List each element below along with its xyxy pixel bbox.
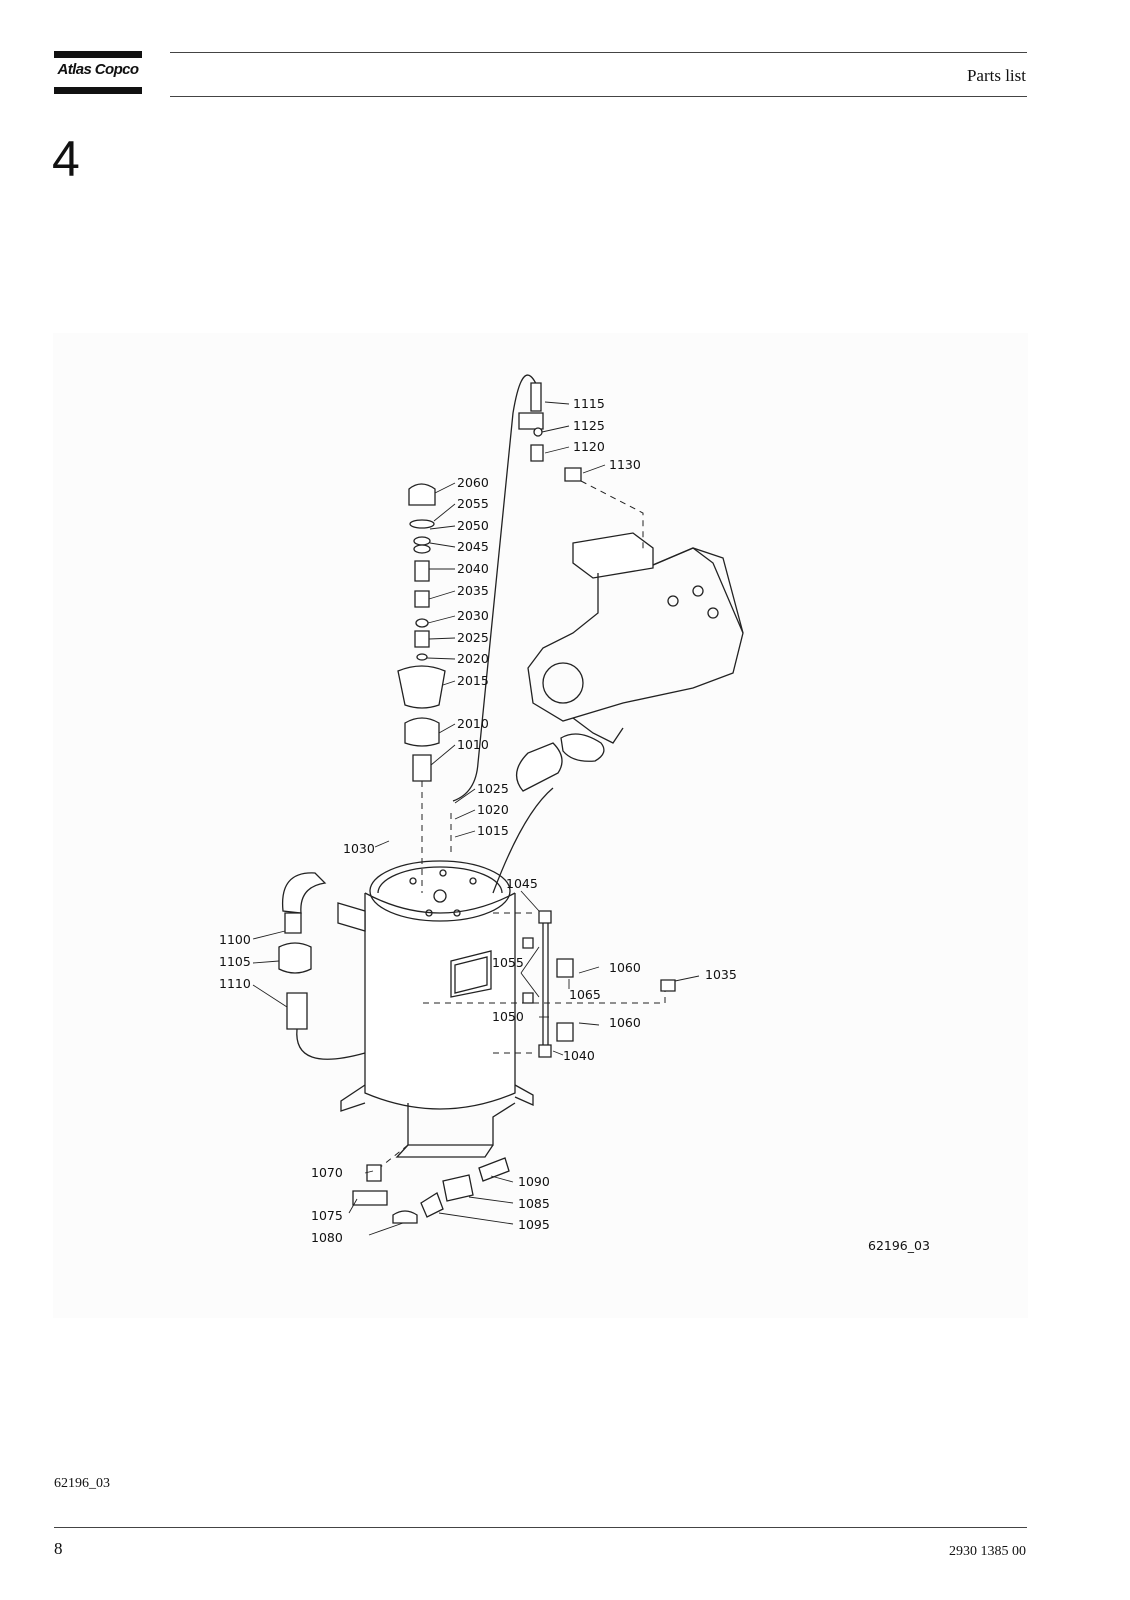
callout-1010: 1010 (457, 737, 489, 752)
callout-2060: 2060 (457, 475, 489, 490)
callout-2035: 2035 (457, 583, 489, 598)
callout-1065: 1065 (569, 987, 601, 1002)
callout-1100: 1100 (219, 932, 251, 947)
document-number: 2930 1385 00 (949, 1544, 1026, 1559)
callout-1090: 1090 (518, 1174, 550, 1189)
callout-2040: 2040 (457, 561, 489, 576)
header-rule-bottom (170, 96, 1027, 97)
callout-2025: 2025 (457, 630, 489, 645)
callout-2010: 2010 (457, 716, 489, 731)
level-gauge (522, 910, 676, 1058)
callout-1110: 1110 (219, 976, 251, 991)
callout-2045: 2045 (457, 539, 489, 554)
callout-1120: 1120 (573, 439, 605, 454)
oil-stop-valve-stack (397, 483, 446, 782)
drawing-id: 62196_03 (868, 1238, 930, 1253)
callout-1025: 1025 (477, 781, 509, 796)
callout-1125: 1125 (573, 418, 605, 433)
figure-reference: 62196_03 (54, 1476, 110, 1491)
page-header-title: Parts list (966, 66, 1026, 85)
callout-1015: 1015 (477, 823, 509, 838)
callout-1045: 1045 (506, 876, 538, 891)
callout-2020: 2020 (457, 651, 489, 666)
inlet-elbow (278, 872, 366, 1060)
oil-separator-vessel (340, 860, 534, 1158)
parts-drawing-svg: 1115 1125 1120 1130 2060 2055 2050 2045 … (219, 374, 930, 1253)
oil-return-pipe (452, 374, 539, 802)
exploded-parts-drawing: 1115 1125 1120 1130 2060 2055 2050 2045 … (53, 333, 1028, 1318)
callout-2015: 2015 (457, 673, 489, 688)
logo-bar-bottom (54, 87, 142, 94)
callout-1050: 1050 (492, 1009, 524, 1024)
logo-text: Atlas Copco (57, 61, 140, 78)
page-number: 8 (54, 1539, 63, 1558)
callout-2055: 2055 (457, 496, 489, 511)
callout-1060-lower: 1060 (609, 1015, 641, 1030)
callout-1035: 1035 (705, 967, 737, 982)
logo-bar-top (54, 51, 142, 58)
callout-1060-upper: 1060 (609, 960, 641, 975)
compressor-element (516, 532, 744, 792)
callout-1080: 1080 (311, 1230, 343, 1245)
callout-1130: 1130 (609, 457, 641, 472)
callout-1115: 1115 (573, 396, 605, 411)
callout-1070: 1070 (311, 1165, 343, 1180)
discharge-pipe (492, 787, 554, 894)
header-rule-top (170, 52, 1027, 53)
top-fittings (518, 382, 582, 482)
callout-1055: 1055 (492, 955, 524, 970)
callout-1030: 1030 (343, 841, 375, 856)
callout-1020: 1020 (477, 802, 509, 817)
callout-1105: 1105 (219, 954, 251, 969)
chapter-number: 4 (52, 131, 80, 187)
callout-2050: 2050 (457, 518, 489, 533)
footer-rule (54, 1527, 1027, 1528)
atlas-copco-logo: Atlas Copco (54, 51, 142, 94)
callout-1095: 1095 (518, 1217, 550, 1232)
callout-1085: 1085 (518, 1196, 550, 1211)
callout-1040: 1040 (563, 1048, 595, 1063)
callout-2030: 2030 (457, 608, 489, 623)
drain-valve-assembly (352, 1157, 510, 1224)
callout-1075: 1075 (311, 1208, 343, 1223)
